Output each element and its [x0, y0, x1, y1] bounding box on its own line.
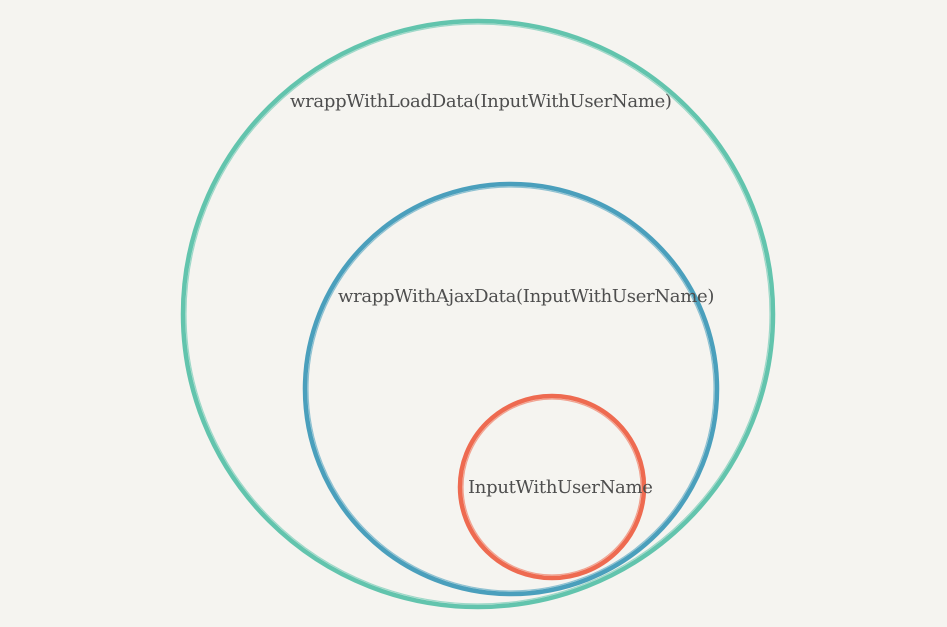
middle-circle-stroke: [302, 181, 720, 597]
outer-circle-label: wrappWithLoadData(InputWithUserName): [290, 91, 672, 112]
middle-circle: [302, 181, 720, 597]
middle-circle-stroke-inner: [307, 186, 715, 592]
inner-circle-label: InputWithUserName: [468, 477, 653, 498]
inner-circle-stroke: [457, 393, 647, 581]
inner-circle-stroke-inner: [462, 398, 642, 576]
inner-circle: [457, 393, 647, 581]
middle-circle-label: wrappWithAjaxData(InputWithUserName): [338, 286, 715, 307]
outer-circle-stroke: [180, 18, 776, 610]
outer-circle-stroke-inner: [185, 23, 771, 605]
outer-circle: [180, 18, 776, 610]
